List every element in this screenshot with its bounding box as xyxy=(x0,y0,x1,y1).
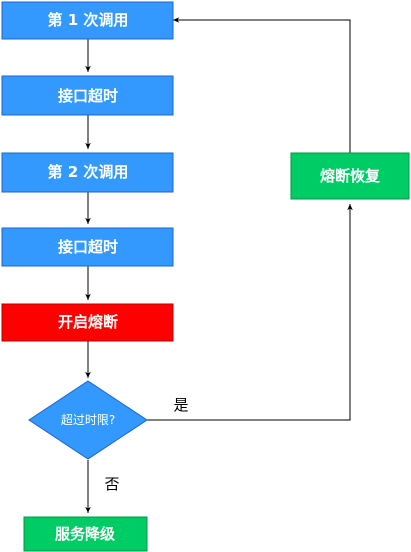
node-call2: 第 2 次调用 xyxy=(1,152,174,193)
node-decision-label: 超过时限? xyxy=(61,412,115,427)
node-timeout2: 接口超时 xyxy=(1,227,174,267)
node-recover-label: 熔断恢复 xyxy=(320,167,381,185)
node-call2-label: 第 2 次调用 xyxy=(48,163,129,181)
node-timeout2-label: 接口超时 xyxy=(58,238,118,256)
edge-recover-to-call1 xyxy=(173,17,351,153)
node-call1: 第 1 次调用 xyxy=(1,1,174,40)
node-recover: 熔断恢复 xyxy=(290,152,410,200)
node-decision: 超过时限? xyxy=(28,380,148,460)
node-open-breaker: 开启熔断 xyxy=(1,303,174,342)
node-degrade-label: 服务降级 xyxy=(55,525,116,543)
node-timeout1-label: 接口超时 xyxy=(58,87,118,105)
edge-label-no: 否 xyxy=(104,475,119,493)
edge-decision-to-recover xyxy=(147,204,353,421)
node-call1-label: 第 1 次调用 xyxy=(48,11,129,29)
node-open-breaker-label: 开启熔断 xyxy=(58,313,118,331)
node-timeout1: 接口超时 xyxy=(1,75,174,116)
edge-label-yes: 是 xyxy=(173,396,188,414)
node-degrade: 服务降级 xyxy=(23,516,148,552)
